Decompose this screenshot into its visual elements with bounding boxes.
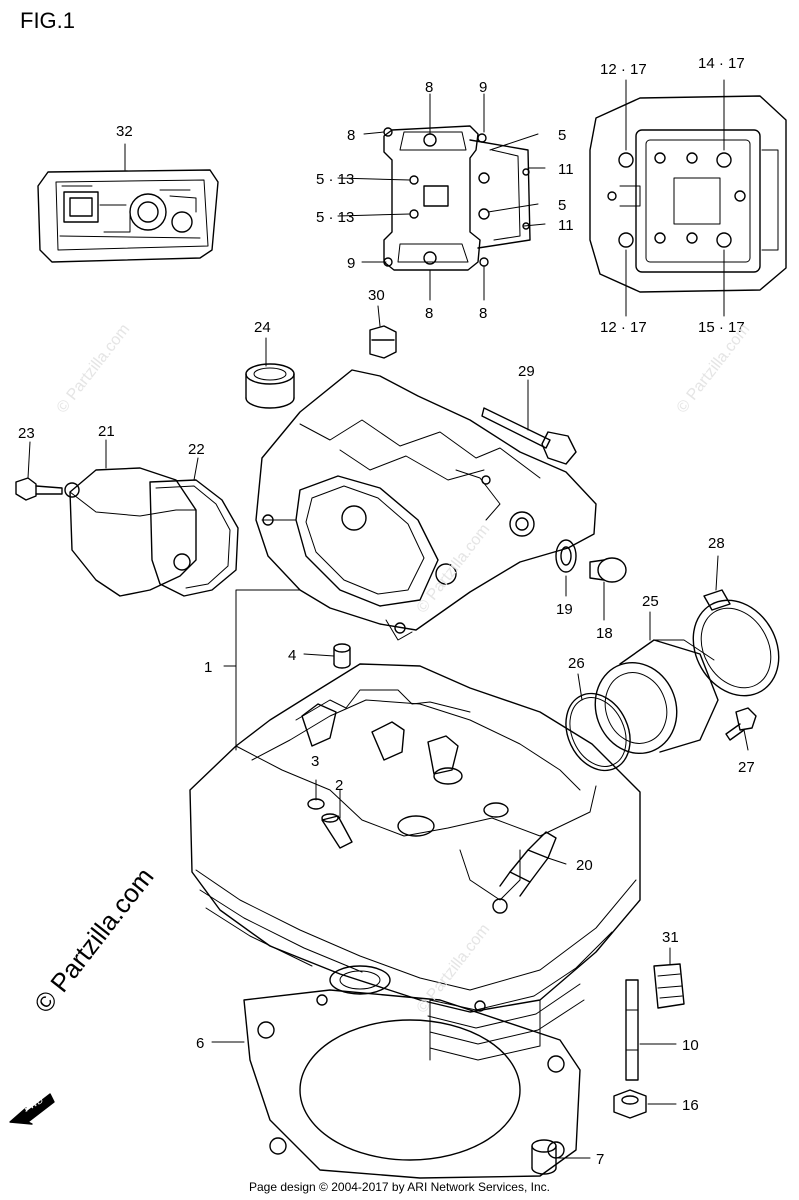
callout-labels: 32 8 9 8 5 5 · 13 11 5 · 13 5 11 9 8 8 1… <box>18 55 755 1168</box>
part-16-nut <box>613 1089 647 1119</box>
leader-lines <box>27 79 749 1159</box>
callout-9: 9 <box>347 255 355 272</box>
part-21-cap <box>64 467 197 597</box>
head-top-view <box>589 95 787 293</box>
callout-18: 18 <box>596 625 613 642</box>
part-24-sleeve <box>245 363 295 409</box>
callout-5: 5 <box>558 127 566 144</box>
part-19-washer <box>555 539 577 573</box>
part-31-block <box>653 963 685 1009</box>
callout-1: 1 <box>204 659 212 676</box>
page-footer: Page design © 2004-2017 by ARI Network S… <box>248 1180 550 1194</box>
part-7-dowel <box>531 1139 557 1175</box>
callout-11: 11 <box>558 161 574 178</box>
callout-15-17: 15 · 17 <box>698 319 745 336</box>
part-28-clamp <box>692 589 780 697</box>
head-cover-top-view <box>383 125 531 271</box>
callout-8: 8 <box>425 79 433 96</box>
callout-11: 11 <box>558 217 574 234</box>
callout-7: 7 <box>596 1151 604 1168</box>
part-25-intake-pipe <box>594 639 719 755</box>
callout-6: 6 <box>196 1035 204 1052</box>
callout-9: 9 <box>479 79 487 96</box>
callout-29: 29 <box>518 363 535 380</box>
callout-23: 23 <box>18 425 35 442</box>
callout-21: 21 <box>98 423 115 440</box>
callout-8: 8 <box>425 305 433 322</box>
callout-28: 28 <box>708 535 725 552</box>
callout-16: 16 <box>682 1097 699 1114</box>
callout-31: 31 <box>662 929 679 946</box>
callout-26: 26 <box>568 655 585 672</box>
callout-25: 25 <box>642 593 659 610</box>
callout-24: 24 <box>254 319 271 336</box>
callout-20: 20 <box>576 857 593 874</box>
callout-5-13: 5 · 13 <box>316 171 354 188</box>
fwd-arrow-icon: FWD <box>9 1093 55 1125</box>
part-6-head-gasket <box>243 989 581 1179</box>
part-20-spark-plug <box>499 831 557 897</box>
callout-27: 27 <box>738 759 755 776</box>
callout-12-17: 12 · 17 <box>600 61 647 78</box>
part-2-guide <box>321 813 353 849</box>
callout-3: 3 <box>311 753 319 770</box>
part-23-bolt <box>15 477 63 501</box>
part-30-nut <box>369 325 397 359</box>
callout-5-13: 5 · 13 <box>316 209 354 226</box>
callout-32: 32 <box>116 123 133 140</box>
callout-30: 30 <box>368 287 385 304</box>
callout-5: 5 <box>558 197 566 214</box>
part-4-dowel <box>333 643 351 669</box>
callout-8: 8 <box>479 305 487 322</box>
part-22-gasket <box>149 479 239 597</box>
part-27-bolt <box>725 707 757 741</box>
callout-8: 8 <box>347 127 355 144</box>
cylinder-head-cover <box>255 369 597 641</box>
part-10-stud <box>625 979 639 1081</box>
figure-title: FIG.1 <box>20 8 76 33</box>
callout-22: 22 <box>188 441 205 458</box>
callout-12-17: 12 · 17 <box>600 319 647 336</box>
callout-4: 4 <box>288 647 296 664</box>
cylinder-head <box>189 663 641 1061</box>
part-32-gasket-set <box>37 169 219 263</box>
part-26-o-ring <box>565 692 631 772</box>
callout-14-17: 14 · 17 <box>698 55 745 72</box>
callout-19: 19 <box>556 601 573 618</box>
callout-2: 2 <box>335 777 343 794</box>
part-18-plug <box>589 557 627 583</box>
callout-10: 10 <box>682 1037 699 1054</box>
